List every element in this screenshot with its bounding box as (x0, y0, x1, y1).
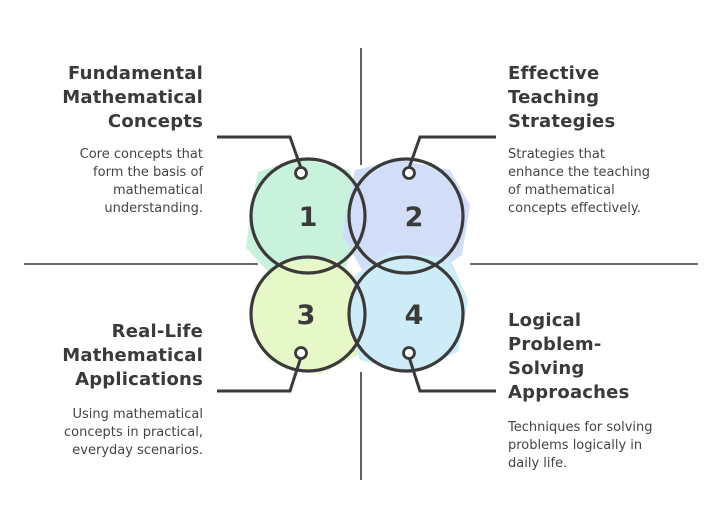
item-4-description: Techniques for solving problems logicall… (508, 420, 653, 471)
circle-number-3: 3 (297, 300, 316, 331)
circle-number-4: 4 (405, 300, 424, 331)
item-2-title: Effective Teaching Strategies (508, 63, 616, 132)
item-1-description: Core concepts that form the basis of mat… (79, 147, 203, 216)
circle-number-2: 2 (405, 202, 424, 233)
connector-dot-4 (402, 346, 416, 360)
connector-dot-1 (294, 166, 308, 180)
circle-fill-3 (250, 258, 372, 374)
item-3-title: Real-Life Mathematical Applications (62, 321, 203, 390)
item-2-description: Strategies that enhance the teaching of … (508, 147, 650, 216)
circle-fill-1 (246, 158, 362, 284)
circle-3 (249, 255, 367, 373)
connector-2 (407, 135, 496, 169)
connector-4 (407, 356, 496, 393)
item-3-description: Using mathematical concepts in practical… (63, 407, 203, 458)
item-1-title: Fundamental Mathematical Concepts (62, 63, 203, 132)
connector-dot-2 (402, 166, 416, 180)
circle-4 (347, 255, 465, 373)
connector-dot-3 (294, 346, 308, 360)
connector-1 (217, 135, 303, 169)
circle-2 (347, 157, 465, 275)
circle-fill-4 (348, 252, 468, 374)
circle-number-1: 1 (299, 202, 318, 233)
circle-1 (249, 157, 367, 275)
item-4-title: Logical Problem- Solving Approaches (508, 310, 630, 403)
circle-fill-2 (342, 160, 470, 284)
connector-3 (217, 356, 303, 393)
